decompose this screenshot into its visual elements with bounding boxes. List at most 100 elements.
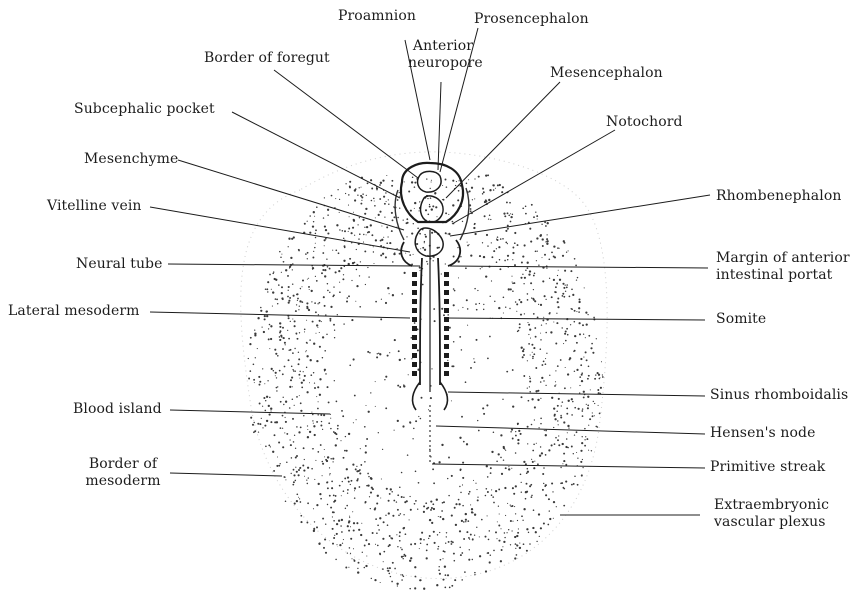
stipple-dot	[375, 217, 376, 218]
stipple-dot	[350, 538, 352, 540]
stipple-dot	[403, 576, 405, 578]
stipple-dot	[359, 233, 361, 235]
stipple-dot	[399, 531, 401, 533]
stipple-dot	[404, 358, 406, 360]
stipple-dot	[425, 502, 427, 504]
leader-hensens-node	[436, 426, 705, 434]
stipple-dot	[312, 257, 314, 259]
stipple-dot	[439, 532, 440, 533]
stipple-dot	[512, 252, 514, 254]
stipple-dot	[495, 490, 497, 492]
stipple-dot	[529, 228, 531, 230]
stipple-dot	[424, 242, 425, 243]
stipple-dot	[304, 223, 306, 225]
leader-notochord	[452, 130, 615, 224]
stipple-dot	[426, 261, 428, 263]
stipple-dot	[288, 338, 290, 340]
stipple-dot	[306, 355, 308, 357]
stipple-dot	[457, 247, 458, 248]
stipple-dot	[434, 320, 436, 322]
stipple-dot	[489, 296, 490, 297]
stipple-dot	[307, 483, 309, 485]
stipple-dot	[397, 494, 399, 496]
stipple-dot	[498, 540, 500, 542]
stipple-dot	[396, 534, 397, 535]
leader-anterior-neuropore	[438, 82, 441, 170]
stipple-dot	[379, 198, 381, 200]
stipple-dot	[385, 376, 387, 378]
stipple-dot	[322, 518, 324, 520]
stipple-dot	[359, 472, 361, 474]
stipple-dot	[523, 354, 525, 356]
stipple-dot	[388, 545, 390, 547]
stipple-dot	[590, 347, 592, 349]
stipple-dot	[427, 507, 429, 509]
stipple-dot	[444, 587, 446, 589]
stipple-dot	[508, 215, 510, 217]
stipple-dot	[474, 233, 476, 235]
stipple-dot	[289, 439, 290, 440]
stipple-dot	[534, 461, 535, 462]
stipple-dot	[541, 377, 543, 379]
stipple-dot	[282, 446, 284, 448]
stipple-dot	[465, 519, 467, 521]
stipple-dot	[535, 250, 537, 252]
stipple-dot	[455, 185, 456, 186]
stipple-dot	[474, 224, 475, 225]
stipple-dot	[474, 288, 476, 290]
stipple-dot	[465, 267, 467, 269]
stipple-dot	[509, 308, 510, 309]
stipple-dot	[534, 273, 536, 275]
stipple-dot	[510, 544, 511, 545]
stipple-dot	[529, 376, 530, 377]
stipple-dot	[282, 348, 284, 350]
stipple-dot	[520, 301, 522, 303]
stipple-dot	[344, 450, 346, 452]
stipple-dot	[409, 254, 411, 256]
stipple-dot	[553, 279, 555, 281]
stipple-dot	[389, 535, 391, 537]
stipple-dot	[290, 257, 292, 259]
somite-block	[412, 371, 417, 376]
stipple-dot	[440, 516, 442, 518]
stipple-dot	[531, 204, 533, 206]
stipple-dot	[351, 280, 352, 281]
stipple-dot	[557, 275, 558, 276]
stipple-dot	[452, 180, 454, 182]
stipple-dot	[327, 456, 329, 458]
stipple-dot	[326, 481, 328, 483]
stipple-dot	[546, 243, 548, 245]
stipple-dot	[543, 361, 545, 363]
stipple-dot	[375, 518, 377, 520]
stipple-dot	[284, 366, 286, 368]
stipple-dot	[333, 495, 335, 497]
stipple-dot	[470, 504, 471, 505]
stipple-dot	[300, 521, 302, 523]
stipple-dot	[482, 407, 484, 409]
stipple-dot	[325, 373, 327, 375]
stipple-dot	[328, 422, 330, 424]
stipple-dot	[382, 568, 384, 570]
stipple-dot	[567, 373, 569, 375]
stipple-dot	[517, 532, 519, 534]
stipple-dot	[364, 567, 366, 569]
stipple-dot	[394, 430, 395, 431]
stipple-dot	[430, 188, 431, 189]
stipple-dot	[514, 506, 515, 507]
stipple-dot	[498, 525, 500, 527]
stipple-dot	[329, 467, 330, 468]
stipple-dot	[477, 420, 478, 421]
stipple-dot	[474, 198, 475, 199]
stipple-dot	[574, 310, 576, 312]
leader-primitive-streak	[432, 464, 705, 468]
stipple-dot	[323, 547, 325, 549]
stipple-dot	[490, 467, 492, 469]
stipple-dot	[463, 441, 465, 443]
stipple-dot	[391, 180, 393, 182]
stipple-dot	[542, 280, 544, 282]
stipple-dot	[529, 270, 531, 272]
stipple-dot	[517, 520, 518, 521]
stipple-dot	[381, 225, 382, 226]
stipple-dot	[454, 507, 456, 509]
stipple-dot	[375, 301, 377, 303]
